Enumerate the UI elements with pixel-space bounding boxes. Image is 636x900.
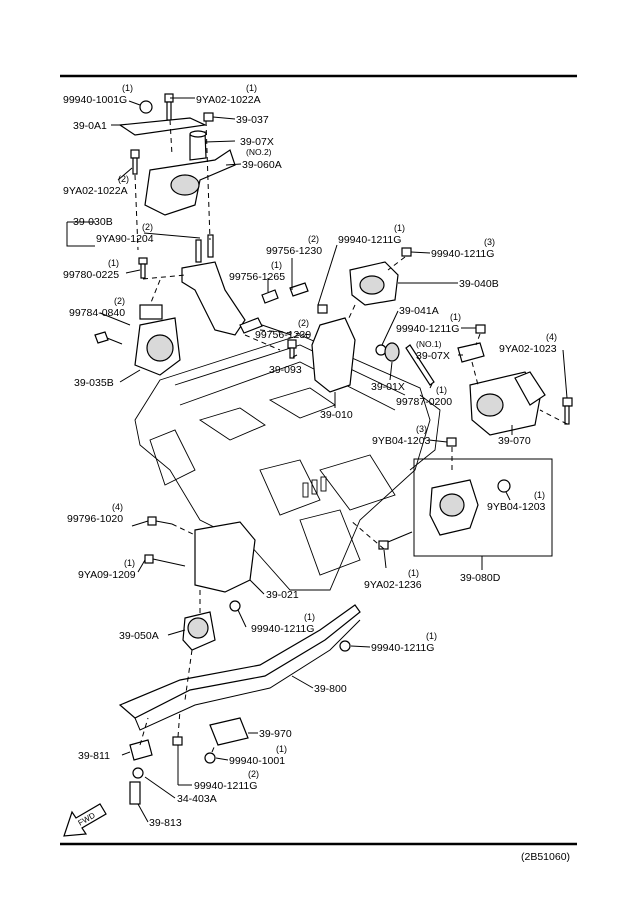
qty-99787-0200: (1) [436, 385, 447, 395]
label-39-035b: 39-035B [74, 377, 114, 389]
label-99796-1020: 99796-1020 [67, 513, 123, 525]
qty-99780-0225: (1) [108, 258, 119, 268]
label-39-813: 39-813 [149, 817, 182, 829]
bracket-39-010 [311, 317, 356, 393]
qty-99940-1211g-b: (3) [484, 237, 495, 247]
label-9ya02-1022a-top: 9YA02-1022A [196, 94, 261, 106]
label-99784-0840: 99784-0840 [69, 307, 125, 319]
qty-9ya02-1022a-top: (1) [246, 83, 257, 93]
label-39-080d: 39-080D [460, 572, 501, 584]
qty-99756-1230-top: (2) [308, 234, 319, 244]
qty-99796-1020: (4) [112, 502, 123, 512]
fwd-arrow: FWD [63, 803, 107, 837]
label-39-0a1: 39-0A1 [73, 120, 107, 132]
label-39-070: 39-070 [498, 435, 531, 447]
right-mount-assembly [287, 247, 573, 447]
qty-99940-1211g-e: (1) [426, 631, 437, 641]
label-39-060a: 39-060A [242, 159, 282, 171]
label-9ya09-1209: 9YA09-1209 [78, 569, 136, 581]
label-99756-1265: 99756-1265 [229, 271, 285, 283]
label-39-041a: 39-041A [399, 305, 439, 317]
qty-9ya02-1236: (1) [408, 568, 419, 578]
qty-9ya02-1022a-left: (2) [118, 174, 129, 184]
label-39-021: 39-021 [266, 589, 299, 601]
qty-99940-1211g-f: (2) [248, 769, 259, 779]
callout-labels: (1) 99940-1001G (1) 9YA02-1022A 39-0A1 3… [63, 83, 557, 829]
label-9yb04-1203-a: 9YB04-1203 [372, 435, 431, 447]
label-39-07x-no1: 39-07X [416, 350, 450, 362]
label-9ya02-1236: 9YA02-1236 [364, 579, 422, 591]
label-39-970: 39-970 [259, 728, 292, 740]
qty-9ya90-1204: (2) [142, 222, 153, 232]
label-99756-1230-mid: 99756-1230 [255, 329, 311, 341]
qty-99940-1211g-a: (1) [394, 223, 405, 233]
label-39-07x-no2: 39-07X [240, 136, 274, 148]
label-34-403a: 34-403A [177, 793, 217, 805]
dashed-guides [134, 119, 568, 753]
label-39-010: 39-010 [320, 409, 353, 421]
label-99940-1211g-c: 99940-1211G [396, 323, 459, 335]
qty-9yb04-1203-b: (1) [534, 490, 545, 500]
qty-99940-1001-bottom: (1) [276, 744, 287, 754]
qty-9ya02-1023: (4) [546, 332, 557, 342]
label-9yb04-1203-b: 9YB04-1203 [487, 501, 546, 513]
bracket-39-021 [194, 521, 256, 593]
label-99940-1001-bottom: 99940-1001 [229, 755, 285, 767]
qty-99756-1265: (1) [271, 260, 282, 270]
nut-99940-1001-top [139, 100, 153, 114]
label-39-811: 39-811 [78, 750, 110, 762]
label-99780-0225: 99780-0225 [63, 269, 119, 281]
leader-lines [66, 97, 568, 823]
label-39-037: 39-037 [236, 114, 269, 126]
label-39-800: 39-800 [314, 683, 347, 695]
qty-9yb04-1203-a: (3) [416, 424, 427, 434]
detail-box-contents [429, 479, 511, 536]
engine-outline [134, 334, 441, 591]
label-99940-1211g-a: 99940-1211G [338, 234, 401, 246]
qty-99940-1001g-top: (1) [122, 83, 133, 93]
label-99756-1230-top: 99756-1230 [266, 245, 322, 257]
qty-99784-0840: (2) [114, 296, 125, 306]
qty-99940-1211g-c: (1) [450, 312, 461, 322]
sublabel-39-07x-no2: (NO.2) [246, 147, 272, 157]
qty-9ya09-1209: (1) [124, 558, 135, 568]
left-mount-39-035b [94, 304, 181, 376]
label-99940-1211g-b: 99940-1211G [431, 248, 494, 260]
qty-99940-1211g-d: (1) [304, 612, 315, 622]
label-39-050a: 39-050A [119, 630, 159, 642]
crossmember-39-800 [118, 604, 361, 805]
label-39-093: 39-093 [269, 364, 302, 376]
nut-39-037 [203, 112, 214, 122]
bracket-39-030b [181, 261, 246, 336]
label-9ya02-1022a-left: 9YA02-1022A [63, 185, 128, 197]
label-99787-0200: 99787-0200 [396, 396, 452, 408]
label-99940-1211g-d: 99940-1211G [251, 623, 314, 635]
cap-39-07x-no1 [457, 342, 485, 363]
bolt-shank [166, 101, 172, 121]
forward-arrow-icon [63, 803, 107, 837]
label-99940-1001g-top: 99940-1001G [63, 94, 127, 106]
label-9ya02-1023: 9YA02-1023 [499, 343, 557, 355]
sublabel-39-07x-no1: (NO.1) [416, 339, 442, 349]
plate-39-0a1 [118, 117, 208, 136]
label-99940-1211g-f: 99940-1211G [194, 780, 257, 792]
label-39-01x: 39-01X [371, 381, 405, 393]
upper-bracket-assembly [118, 93, 309, 336]
label-99940-1211g-e: 99940-1211G [371, 642, 434, 654]
diagram-code: (2B51060) [521, 851, 570, 863]
qty-99756-1230-mid: (2) [298, 318, 309, 328]
lower-mount-assembly [144, 516, 413, 651]
damper-39-970 [209, 717, 249, 746]
detail-box-39-080d [413, 458, 553, 557]
label-9ya90-1204: 9YA90-1204 [96, 233, 154, 245]
label-39-040b: 39-040B [459, 278, 499, 290]
label-39-030b: 39-030B [73, 216, 113, 228]
